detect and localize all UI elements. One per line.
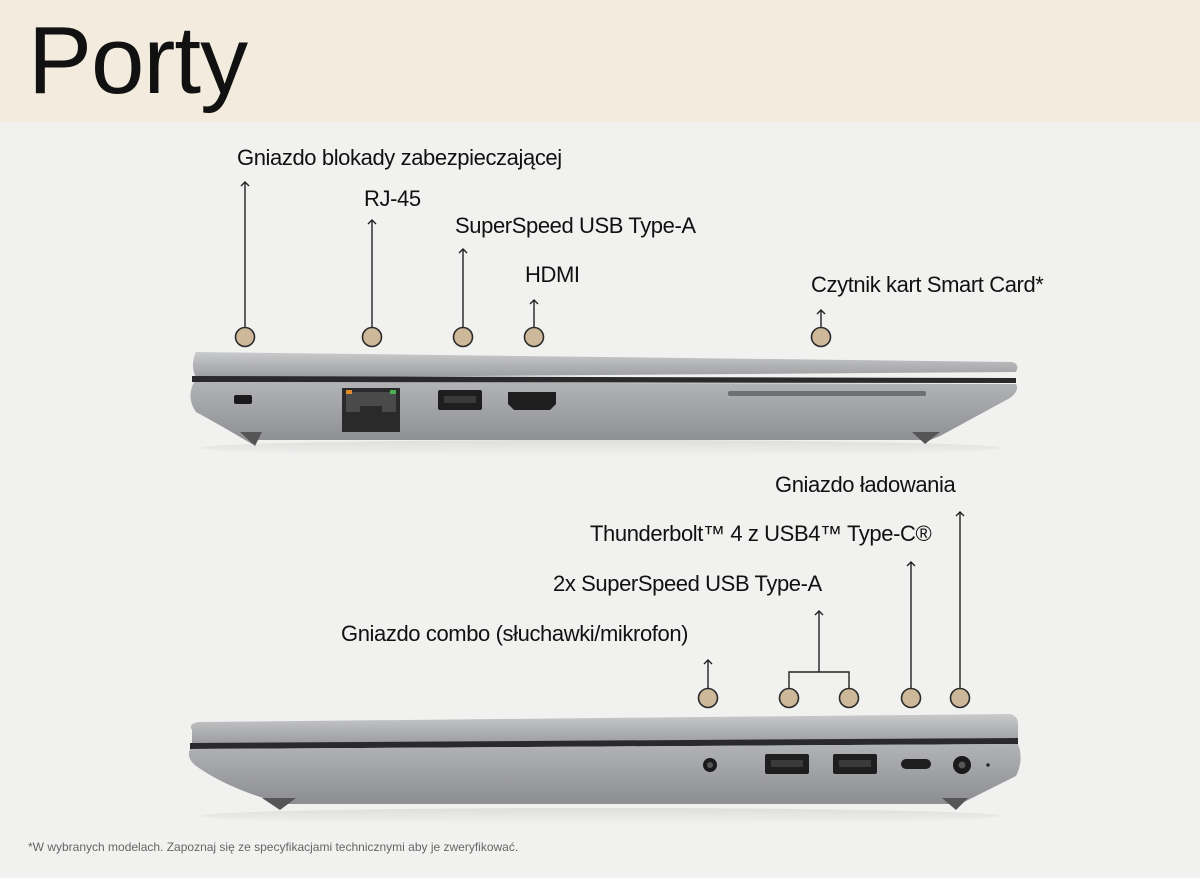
usb-a-port-1: [765, 754, 809, 774]
laptop-right-side: [188, 714, 1021, 824]
label-thunderbolt: Thunderbolt™ 4 z USB4™ Type-C®: [590, 521, 932, 546]
marker-usb-a-2: [838, 687, 860, 709]
hinge-gap: [190, 738, 1018, 749]
marker-smart-card: [810, 326, 832, 348]
foot-left: [262, 798, 296, 810]
footnote: *W wybranych modelach. Zapoznaj się ze s…: [28, 840, 519, 854]
marker-usb-a: [452, 326, 474, 348]
usb-a-port-2: [833, 754, 877, 774]
marker-usb-a-1: [778, 687, 800, 709]
hdmi-port: [508, 392, 556, 410]
foot-right: [912, 432, 940, 444]
hinge-gap: [192, 376, 1016, 383]
usb-a-port: [438, 390, 482, 410]
callouts-left-side: [234, 181, 832, 348]
lid: [190, 714, 1018, 744]
marker-usb-c: [900, 687, 922, 709]
foot-right: [942, 798, 968, 810]
header-band: Porty: [0, 0, 1200, 122]
lid: [193, 352, 1018, 378]
lock-slot: [234, 395, 252, 404]
marker-lock: [234, 326, 256, 348]
label-2x-usb-a: 2x SuperSpeed USB Type-A: [553, 571, 822, 596]
label-charging-port: Gniazdo ładowania: [775, 472, 956, 497]
marker-hdmi: [523, 326, 545, 348]
label-rj45: RJ-45: [364, 186, 421, 211]
page-title: Porty: [28, 7, 248, 114]
label-smart-card: Czytnik kart Smart Card*: [811, 272, 1044, 297]
label-security-lock: Gniazdo blokady zabezpieczającej: [237, 145, 562, 170]
rj45-port: [342, 388, 400, 432]
foot-left: [240, 432, 262, 446]
marker-rj45: [361, 326, 383, 348]
smart-card-slot: [728, 391, 926, 396]
usb-c-port: [901, 759, 931, 769]
marker-audio-jack: [697, 687, 719, 709]
label-hdmi: HDMI: [525, 262, 580, 287]
label-usb-a: SuperSpeed USB Type-A: [455, 213, 696, 238]
callouts-right-side: [697, 511, 971, 709]
charge-led: [986, 763, 990, 767]
marker-charging: [949, 687, 971, 709]
label-combo-jack: Gniazdo combo (słuchawki/mikrofon): [341, 621, 689, 646]
base: [188, 744, 1021, 804]
laptop-left-side: [190, 352, 1018, 456]
